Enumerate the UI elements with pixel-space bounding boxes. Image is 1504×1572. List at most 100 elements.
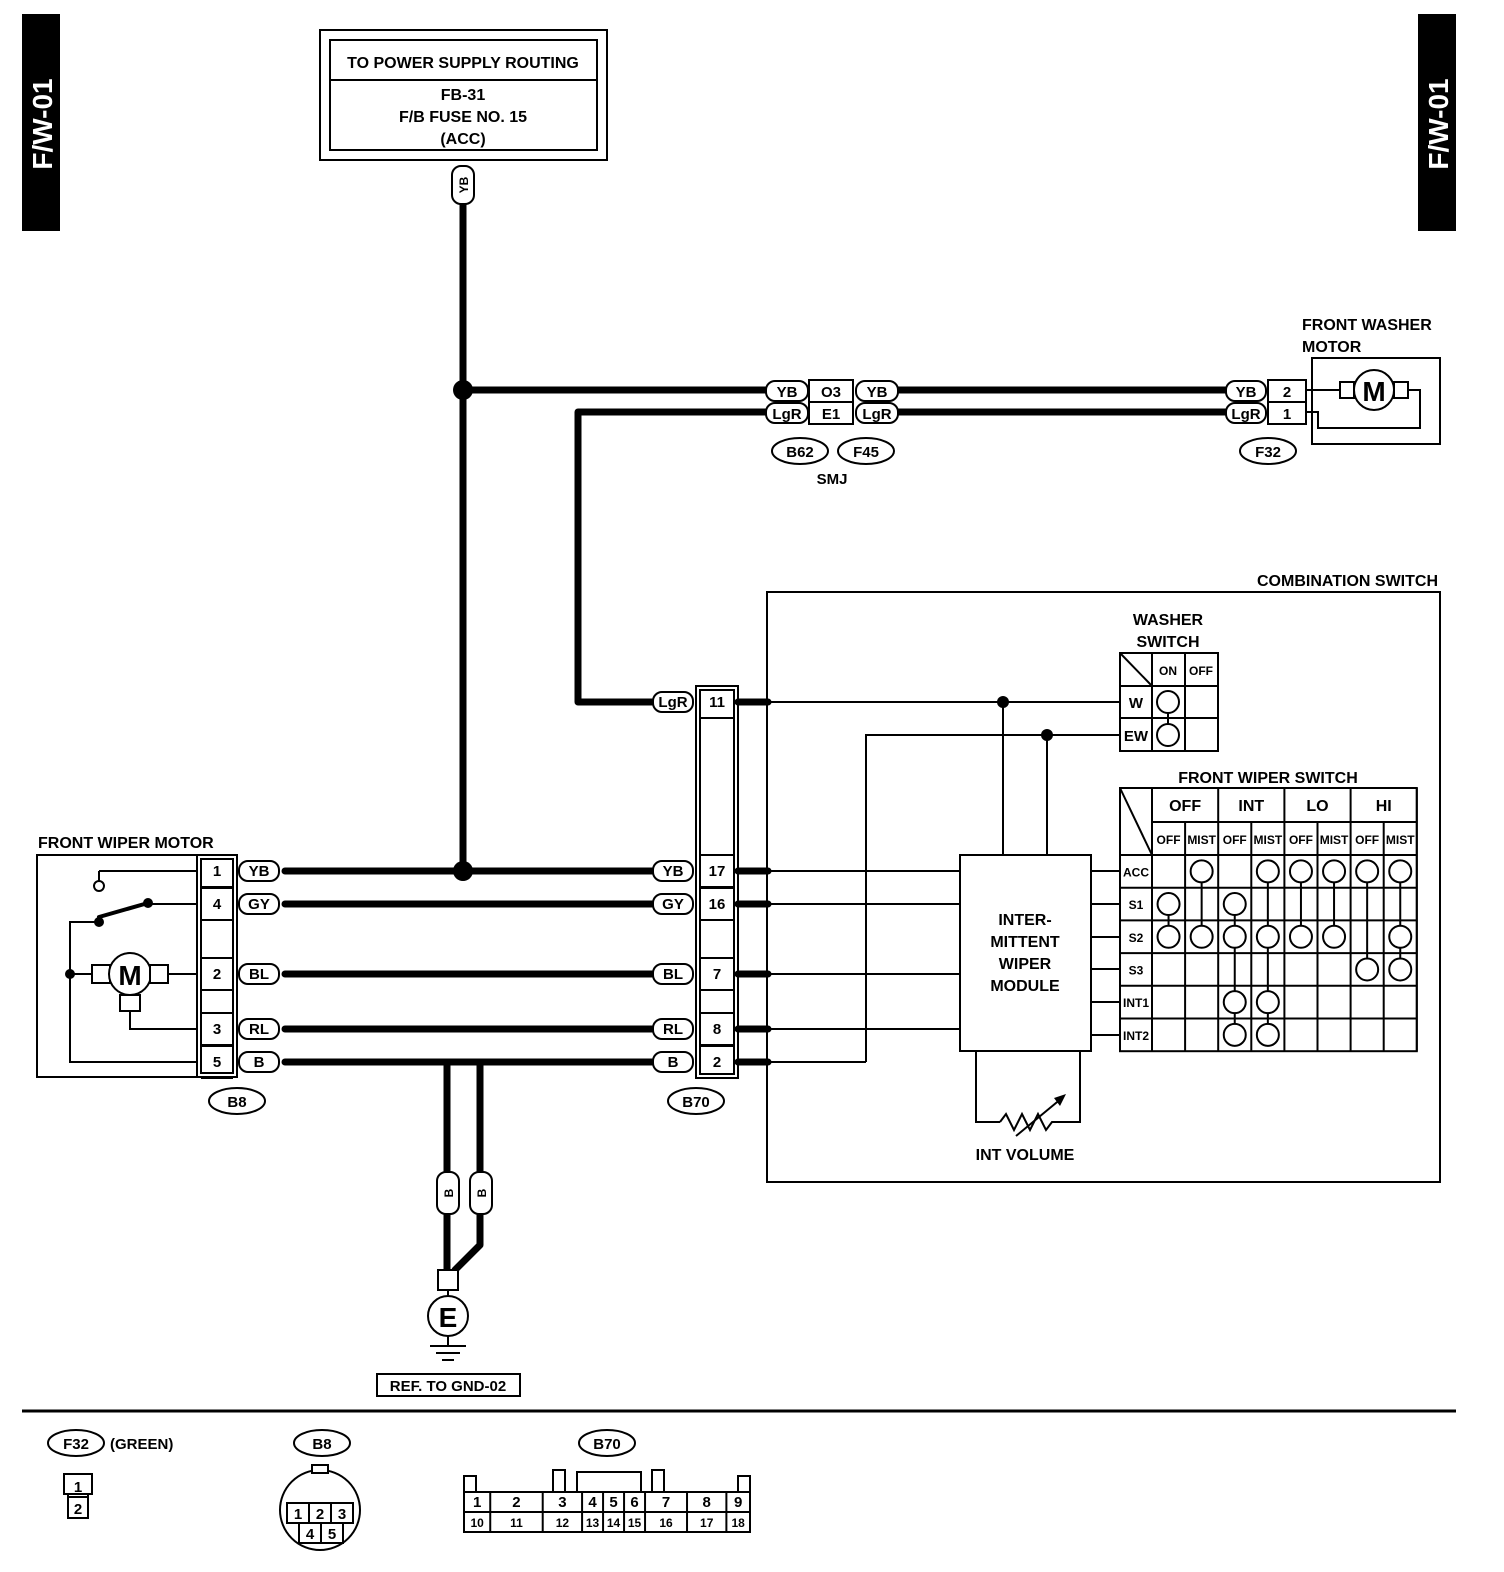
switch-contact [1388,859,1413,884]
connector-id-b62: B62 [786,444,814,461]
svg-text:OFF: OFF [1189,664,1213,678]
wiper-mode-header: OFF [1169,798,1201,815]
b8-pin: 2 [213,966,221,983]
page-tag-left: F/W-01 [22,14,60,231]
switch-contact [1388,957,1413,982]
wiper-sub-header: MIST [1320,833,1349,847]
splice-bottom [453,861,473,881]
wire-tag: B [668,1054,679,1071]
switch-contact [1255,990,1280,1015]
b70-face-pin: 4 [588,1494,597,1511]
ground-symbol: E [439,1302,458,1333]
svg-text:4: 4 [306,1526,315,1543]
svg-text:WIPER: WIPER [999,956,1052,973]
wire-tag: RL [663,1021,683,1038]
svg-text:YB: YB [777,384,798,401]
combination-switch: COMBINATION SWITCH INTER- MITTENT WIPER … [766,573,1441,1183]
b70-face-pin: 17 [700,1516,714,1530]
b70-pin: 7 [713,966,721,983]
switch-contact [1156,892,1181,917]
b70-face-pin: 10 [470,1516,484,1530]
b8-pin: 1 [213,863,221,880]
wiper-row-label: S2 [1129,931,1144,945]
svg-text:1: 1 [74,1479,82,1496]
wiper-sub-header: OFF [1157,833,1181,847]
svg-text:INTER-: INTER- [998,912,1051,929]
wire-tag: YB [249,863,270,880]
power-supply-box: TO POWER SUPPLY ROUTING FB-31 F/B FUSE N… [319,29,608,161]
b70-pin: 17 [709,863,726,880]
wire-tag: YB [663,863,684,880]
washer-switch-table: ON OFF W EW [1119,652,1219,752]
intermittent-wiper-module [959,854,1092,1052]
b70-face-pin: 12 [556,1516,570,1530]
wiper-mode-header: INT [1238,798,1264,815]
switch-contact [1255,924,1280,949]
switch-contact [1355,957,1380,982]
power-box-line1: FB-31 [441,87,486,104]
front-washer-motor-label-1: FRONT WASHER [1302,317,1432,334]
b70-pin: 2 [713,1054,721,1071]
svg-text:YB: YB [457,176,471,193]
wiper-sub-header: MIST [1187,833,1216,847]
b70-pin: 8 [713,1021,721,1038]
svg-text:B: B [442,1188,456,1197]
b70-face-pin: 9 [734,1494,742,1511]
b70-face-pin: 14 [607,1516,621,1530]
wiper-sub-header: OFF [1289,833,1313,847]
wiper-sub-header: MIST [1254,833,1283,847]
wiper-motor-symbol: M [118,960,141,991]
wiper-mode-header: HI [1376,798,1392,815]
switch-contact [1288,924,1313,949]
ground: B B E REF. TO GND-02 [376,1171,521,1397]
b70-face-pin: 15 [628,1516,642,1530]
int-volume-label: INT VOLUME [976,1147,1075,1164]
wiper-sub-header: MIST [1386,833,1415,847]
front-washer-motor-label-2: MOTOR [1302,339,1362,356]
svg-text:B: B [475,1188,489,1197]
splice-top [453,380,473,400]
front-washer-motor: FRONT WASHER MOTOR YB LgR 2 1 M F32 [1225,317,1441,465]
b70-face-pin: 5 [609,1494,617,1511]
switch-contact [1322,924,1347,949]
f32-pin-top: 2 [1283,384,1291,401]
switch-contact [1189,859,1214,884]
svg-text:3: 3 [338,1506,346,1523]
svg-text:MITTENT: MITTENT [990,934,1060,951]
b70-face-pin: 3 [558,1494,566,1511]
wiper-row-label: S1 [1129,898,1144,912]
page-tag-left-text: F/W-01 [27,78,58,169]
svg-text:LgR: LgR [1231,406,1260,423]
switch-contact [1222,990,1247,1015]
connector-id-f32: F32 [1255,444,1281,461]
page-tag-right-text: F/W-01 [1423,78,1454,169]
washer-switch-label-1: WASHER [1133,612,1204,629]
wire-tag: BL [249,966,269,983]
b70-face-pin: 2 [512,1494,520,1511]
wire-tag: GY [248,896,270,913]
washer-switch-label-2: SWITCH [1136,634,1199,651]
page-tag-right: F/W-01 [1418,14,1456,231]
wire-tag-yb-vertical: YB [451,165,475,205]
svg-text:2: 2 [74,1501,82,1518]
b70-face-pin: 1 [473,1494,481,1511]
wiper-sub-header: OFF [1355,833,1379,847]
smj-label: SMJ [817,471,848,488]
switch-contact [1355,859,1380,884]
svg-text:2: 2 [316,1506,324,1523]
b70-face-pin: 16 [659,1516,673,1530]
b70-face-pin: 18 [732,1516,746,1530]
b8-pin: 5 [213,1054,221,1071]
svg-text:MODULE: MODULE [990,978,1060,995]
connector-id-f45: F45 [853,444,879,461]
switch-contact [1222,1022,1247,1047]
wire-tag: BL [663,966,683,983]
b70-pin: 11 [709,694,725,711]
combination-switch-label: COMBINATION SWITCH [1257,573,1438,590]
wiper-row-label: S3 [1129,963,1144,977]
svg-text:B70: B70 [593,1436,621,1453]
